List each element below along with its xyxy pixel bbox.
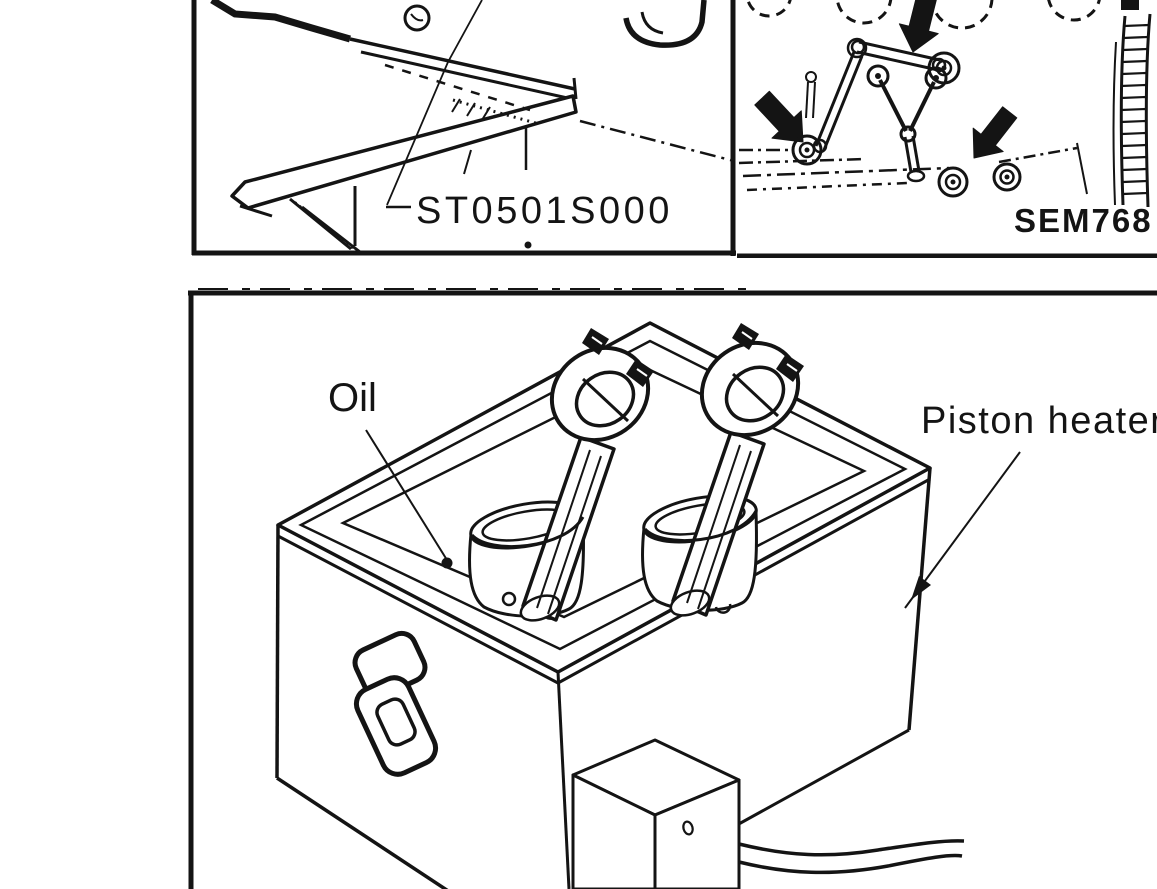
tool-number-label: ST0501S000 [416, 190, 673, 232]
pointer-arrow [754, 90, 804, 143]
pointer-arrow [972, 106, 1018, 159]
box-latch [352, 630, 439, 777]
piston-heater-label: Piston heater [921, 400, 1157, 442]
oil-label: Oil [328, 376, 377, 420]
figure-code-label: SEM768 [1014, 202, 1153, 239]
figure-panel-engine-stand [190, 0, 736, 258]
figure-panel-piston-heater [188, 288, 1157, 889]
valve-train-drawing [737, 0, 1157, 258]
pointer-arrow [898, 0, 939, 53]
oil-dot-icon [441, 557, 453, 569]
roller-bolt [791, 51, 1022, 198]
heater-pedestal [571, 738, 741, 889]
engine-stand-drawing [191, 0, 736, 256]
heater-leader-line [904, 451, 1021, 609]
piston-heater-drawing [188, 288, 1157, 889]
leader-arrowhead-icon [911, 576, 931, 600]
power-cables [738, 839, 965, 875]
leader-line-tool-number [386, 0, 483, 209]
connecting-rod [519, 328, 654, 622]
oil-leader-line [365, 429, 453, 569]
figure-panel-valve-train [737, 0, 1157, 258]
timing-chain-strip [1112, 0, 1152, 208]
